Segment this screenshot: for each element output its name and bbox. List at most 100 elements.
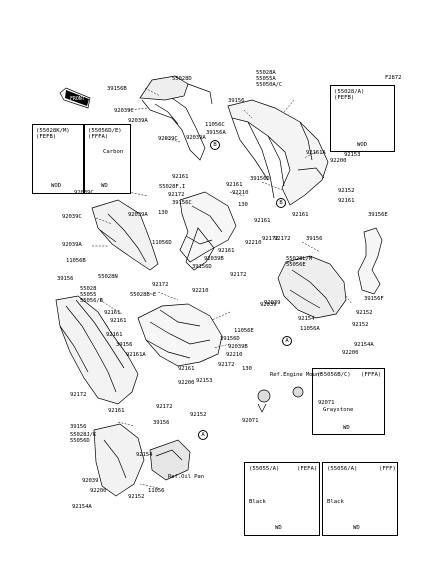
part-number: 92172 bbox=[156, 404, 173, 410]
left-middle-fairing-part bbox=[91, 199, 159, 271]
part-number: 92172 bbox=[274, 236, 291, 242]
upper-fairing-part bbox=[227, 99, 329, 206]
ref-circle-a: A bbox=[282, 336, 292, 346]
part-number: 92039C bbox=[114, 108, 134, 114]
part-number: 92039 bbox=[260, 302, 277, 308]
ref-circle-b: B bbox=[210, 140, 220, 150]
lower-center-fairing-part bbox=[137, 303, 223, 367]
variant-box-ffa-left: (55056D/E) (FFFA) Carbon WD bbox=[84, 124, 131, 194]
variant-box-title: (55056B/C) bbox=[317, 372, 351, 378]
lower-left-fairing-part bbox=[55, 295, 139, 405]
part-number: 92152 bbox=[128, 494, 145, 500]
part-number: 92200 bbox=[330, 158, 347, 164]
part-number: 92210 bbox=[232, 190, 249, 196]
part-number: 55028D bbox=[172, 76, 192, 82]
variant-box-caption: Black bbox=[249, 499, 266, 505]
part-number: 92161A bbox=[306, 150, 326, 156]
part-number: 55028J/K 55056D bbox=[70, 432, 97, 444]
air-duct-part bbox=[357, 227, 383, 295]
part-number: 92039A bbox=[186, 135, 206, 141]
variant-box-ffa-right: (55056B/C) (FFFA) Graystone WD bbox=[312, 368, 385, 435]
part-number: 39156E bbox=[368, 212, 388, 218]
part-number: 92172 bbox=[230, 272, 247, 278]
part-number: 39156D bbox=[250, 176, 270, 182]
part-number: 92161 bbox=[226, 182, 243, 188]
part-number: 39156 bbox=[306, 236, 323, 242]
part-number: 92161 bbox=[218, 248, 235, 254]
part-number: 92152 bbox=[190, 412, 207, 418]
part-number: 92161 bbox=[110, 318, 127, 324]
part-number: 11056C bbox=[205, 122, 225, 128]
part-number: 92161 bbox=[338, 198, 355, 204]
variant-box-title: (55028K/M) (FEFB) bbox=[36, 128, 70, 140]
variant-box-caption: Black bbox=[327, 499, 344, 505]
part-number: 39156B bbox=[107, 86, 127, 92]
part-number: 92161 bbox=[106, 332, 123, 338]
part-number: 92039A bbox=[62, 242, 82, 248]
part-number: 92039C bbox=[158, 136, 178, 142]
part-number: 92039A bbox=[128, 118, 148, 124]
part-number: 92152 bbox=[356, 310, 373, 316]
upper-cowl-part bbox=[139, 75, 213, 161]
part-number: 92161 bbox=[172, 174, 189, 180]
part-number: 39156C bbox=[172, 200, 192, 206]
variant-box-note: WD bbox=[275, 525, 282, 531]
part-number: 92039B bbox=[204, 256, 224, 262]
part-number: 92154 bbox=[136, 452, 153, 458]
variant-box-title: (55055/A) bbox=[249, 466, 280, 472]
part-number: 92172 bbox=[262, 236, 279, 242]
part-number: 55028 55055 55056/B bbox=[80, 286, 103, 304]
part-number: 92161 bbox=[178, 366, 195, 372]
part-number: 55028F,I bbox=[159, 184, 186, 190]
leader-lines bbox=[92, 87, 353, 489]
part-number: 92071 bbox=[242, 418, 259, 424]
part-number: 92210 bbox=[245, 240, 262, 246]
ref-circle-a: A bbox=[198, 430, 208, 440]
part-number: 92152 bbox=[338, 188, 355, 194]
part-number: 11056A bbox=[300, 326, 320, 332]
part-number: 92039C bbox=[62, 214, 82, 220]
variant-box-title: (55056D/E) (FFFA) bbox=[88, 128, 122, 140]
part-number: 39156F bbox=[364, 296, 384, 302]
part-number: 11056B bbox=[66, 258, 86, 264]
part-number: 92039B bbox=[228, 344, 248, 350]
front-label: FRONT bbox=[70, 96, 85, 102]
part-number: 92172 bbox=[152, 282, 169, 288]
right-side-fairing-part bbox=[277, 255, 347, 319]
part-number: 92210 bbox=[192, 288, 209, 294]
variant-box-fefa: (55055/A) (FEFA) Black WD bbox=[244, 462, 320, 536]
part-number: 92210 bbox=[226, 352, 243, 358]
part-number: 92172 bbox=[218, 362, 235, 368]
part-number: 92172 bbox=[70, 392, 87, 398]
variant-box-title: (55028/A) (FEFB) bbox=[334, 89, 365, 101]
part-number: 39156 bbox=[57, 276, 74, 282]
reference-label: Ref.Oil Pan bbox=[168, 474, 204, 480]
part-number: 92200 bbox=[342, 350, 359, 356]
inner-panel-part bbox=[179, 191, 237, 271]
part-number: 92039C bbox=[74, 190, 94, 196]
part-number: 11056D bbox=[152, 240, 172, 246]
part-number: 92152 bbox=[352, 322, 369, 328]
ref-circle-b: B bbox=[276, 198, 286, 208]
part-number: 92200 bbox=[90, 488, 107, 494]
part-number: 39156 bbox=[153, 420, 170, 426]
variant-box-tag: (FFF) bbox=[379, 466, 396, 472]
part-number: 92154A bbox=[72, 504, 92, 510]
part-number: 55028L/M 55056E bbox=[286, 256, 313, 268]
variant-box-title: (55056/A) bbox=[327, 466, 358, 472]
part-number: 92161A bbox=[126, 352, 146, 358]
variant-box-tag: (FFFA) bbox=[361, 372, 382, 378]
front-arrow-icon bbox=[59, 87, 91, 109]
part-number: 92039 bbox=[264, 300, 281, 306]
part-number: 39156 bbox=[116, 342, 133, 348]
diagram-code: F2872 bbox=[385, 75, 402, 81]
variant-box-fefb-left: (55028K/M) (FEFB) WOD bbox=[32, 124, 84, 194]
part-number: 92200 bbox=[178, 380, 195, 386]
part-number: 92039 bbox=[82, 478, 99, 484]
variant-box-caption: Carbon bbox=[103, 149, 124, 155]
variant-box-note: WOD bbox=[357, 142, 368, 148]
part-number: 92154 bbox=[298, 316, 315, 322]
part-number: 92161 bbox=[292, 212, 309, 218]
engine-mount-part bbox=[257, 386, 304, 413]
